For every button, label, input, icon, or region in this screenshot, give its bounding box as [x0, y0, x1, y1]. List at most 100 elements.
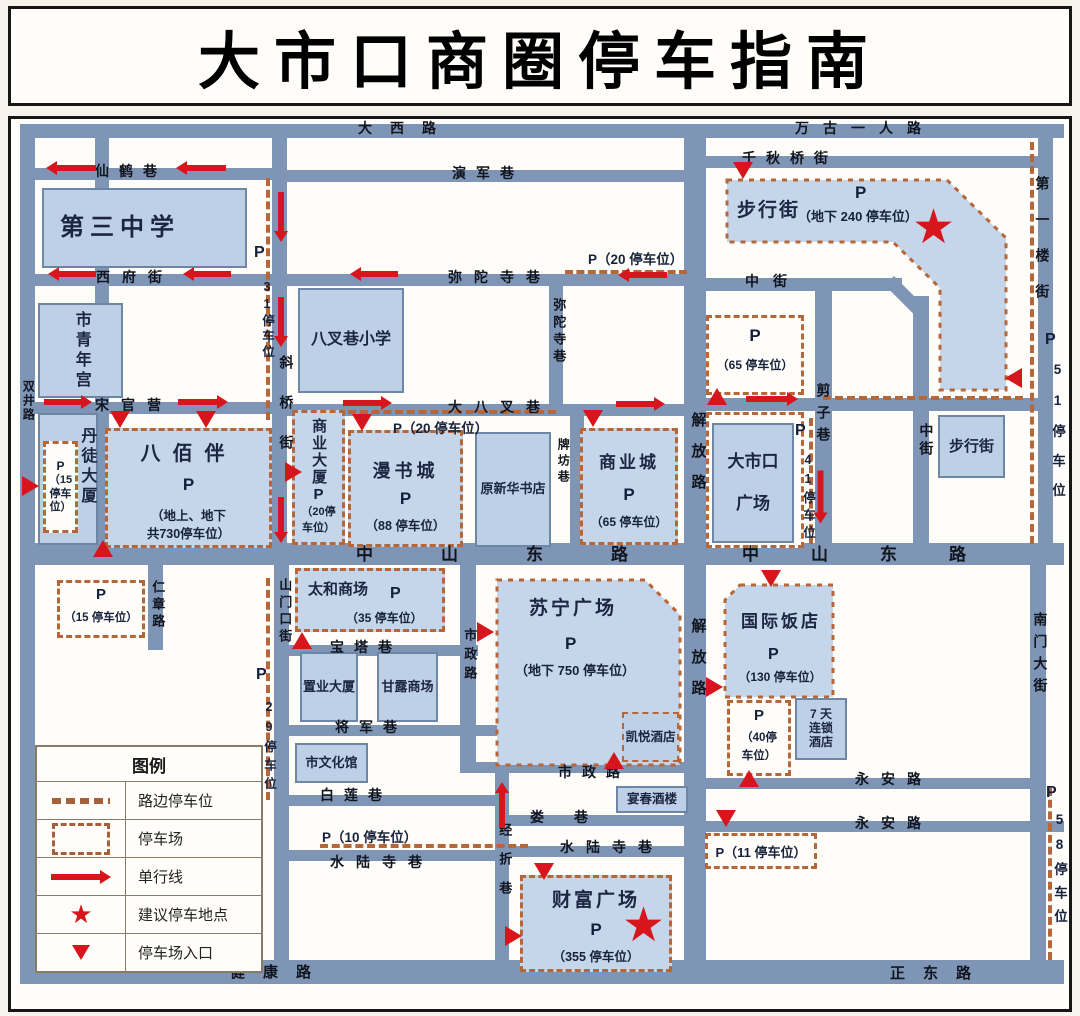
road-yonganlu-n — [695, 778, 1038, 789]
road-shuilusixiang-e — [503, 846, 692, 857]
parking-p: P — [56, 458, 65, 473]
building-label: 置业大厦 — [302, 678, 355, 694]
building-label: 大市口 — [727, 452, 779, 472]
road-label-jiangjunxiang: 将军巷 — [335, 721, 407, 736]
parking-name: 漫书城 — [372, 461, 439, 481]
capacity-label: （20停 — [301, 506, 336, 518]
road-label-shizhenglu-v: 市政路 — [462, 628, 478, 685]
taihe-parking: 太和商场 P （35 停车位） — [295, 568, 445, 632]
building-yanchun-restaurant: 宴春酒楼 — [616, 786, 688, 813]
legend-row: ★ 建议停车地点 — [37, 895, 261, 933]
parking-entrance-icon — [72, 945, 90, 960]
road-jiangjunxiang — [282, 725, 534, 736]
road-label-shizhenglu-h: 市政路 — [558, 766, 630, 781]
road-label-bailianxiang: 白莲巷 — [320, 789, 392, 804]
building-label: 凯悦酒店 — [625, 729, 676, 744]
road-label-paifangxiang: 牌坊巷 — [556, 438, 571, 486]
road-label-baotaxiang: 宝塔巷 — [330, 641, 402, 656]
oneway-arrow — [495, 782, 509, 828]
parking-p: P — [95, 586, 106, 603]
building-qitian-hotel: 7 天 连锁 酒店 — [795, 698, 847, 760]
legend-label-one-way: 单行线 — [138, 870, 184, 886]
legend-row: 停车场入口 — [37, 933, 261, 971]
road-label-songguanying: 宋官营 — [95, 399, 173, 414]
capacity-label: （40停 — [741, 732, 777, 744]
building-label: 市文化馆 — [305, 754, 358, 770]
capacity-label: （65 停车位） — [716, 358, 794, 372]
parking-entrance — [1005, 368, 1022, 388]
capacity-label: 车位） — [741, 750, 777, 762]
guoji-parking-name: 国际饭店 — [741, 612, 821, 631]
oneway-arrow — [46, 161, 96, 175]
building-buxingjie-small: 步行街 — [938, 415, 1005, 478]
road-label-shanmenkoujie: 山门口街 — [277, 578, 293, 646]
shangyecheng-parking: 商业城 P （65 停车位） — [580, 428, 678, 545]
parking-p: P — [313, 486, 324, 503]
parking-p: P — [749, 326, 761, 345]
road-label-yonganlu-n: 永安路 — [855, 773, 933, 788]
capacity-label: （地下 240 停车位） — [798, 209, 918, 224]
road-yonganlu-s — [695, 821, 1064, 832]
road-label-zhongshandonglu-w: 中山东路 — [356, 545, 696, 564]
caifu-parking: 财富广场 P （355 停车位） — [520, 875, 672, 972]
building-label: 宴春酒楼 — [626, 792, 677, 807]
roadside-capacity-41: 41停车位 — [801, 453, 815, 544]
road-label-yanjunxiang: 演军巷 — [452, 167, 524, 182]
parking-p: P — [855, 183, 867, 202]
parking-entrance — [352, 414, 372, 431]
capacity-label: （35 停车位） — [346, 611, 423, 625]
capacity-label: 车位） — [302, 522, 335, 534]
parking-entrance — [292, 632, 312, 649]
roadside-capacity-29: 29停车位 — [262, 700, 276, 796]
one-way-icon — [51, 869, 111, 884]
roadside-parking-nanmendajie — [1048, 788, 1052, 960]
guoji-parking-area — [723, 583, 835, 699]
capacity-label: 位） — [49, 501, 72, 514]
capacity-label: （地上、地下 — [150, 509, 226, 523]
parking-entrance — [285, 462, 302, 482]
road-louxiang — [503, 815, 692, 826]
building-label: 原新华书店 — [480, 481, 546, 497]
building-no3-middle-school: 第三中学 — [42, 188, 247, 268]
road-qianqiujieqiao — [692, 156, 1040, 168]
roadside-parking-diyiloujie — [1030, 142, 1034, 544]
road-label-zhongjie-h: 中街 — [745, 275, 801, 290]
building-old-xinhua: 原新华书店 — [475, 432, 551, 547]
manshucheng-parking: 漫书城 P （88 停车位） — [348, 430, 463, 547]
legend: 图例 路边停车位 停车场 单行线 ★ 建议停车地点 停车场入口 — [35, 745, 263, 973]
parking-p: P — [390, 585, 401, 602]
oneway-arrow — [350, 267, 398, 281]
roadside-parking-jianzixiang — [809, 418, 813, 544]
capacity-label: （130 停车位） — [738, 670, 822, 684]
capacity-label: P（11 停车位） — [715, 844, 807, 860]
oneway-arrow — [274, 497, 288, 543]
capacity-label: （15 停车位） — [64, 612, 138, 624]
parking-entrance — [196, 411, 216, 428]
roadside-capacity-20-dabacha: P（20 停车位） — [393, 421, 489, 436]
road-shanmenkoujie — [274, 565, 289, 971]
parking-entrance — [707, 388, 727, 405]
road-label-jiefanglu-n: 解放路 — [689, 412, 706, 505]
road-label-mituosixiang-v: 弥陀寺巷 — [551, 298, 567, 366]
building-label: 连锁 — [808, 721, 833, 736]
roadside-parking-dabachaxiang — [348, 410, 556, 414]
roadside-capacity-31: 31停车位 — [260, 280, 274, 361]
road-label-wangulu: 万古一人路 — [795, 122, 935, 137]
building-label: 步行街 — [948, 437, 994, 455]
legend-label-suggested-parking: 建议停车地点 — [138, 908, 229, 924]
building-ganlu-mall: 甘露商场 — [377, 652, 438, 722]
parking-p: P — [399, 489, 412, 508]
parking-entrance — [604, 752, 624, 769]
building-label: 丹徒大厦 — [78, 427, 96, 507]
legend-title: 图例 — [132, 756, 166, 776]
road-label-diyiloujie: 第一楼街 — [1033, 176, 1049, 320]
parking-p: P — [1046, 784, 1057, 801]
parking-name: 商业大厦 — [310, 418, 328, 486]
parking-name: 八佰伴 — [140, 443, 237, 465]
road-xieqiaojie — [272, 124, 287, 565]
road-zhongjie-v — [913, 296, 929, 545]
capacity-label: （地下 750 停车位） — [515, 663, 635, 678]
roadside-capacity-58: 58停车位 — [1052, 812, 1067, 933]
capacity-label: （88 停车位） — [365, 519, 446, 533]
road-shizhenglu-h — [460, 762, 692, 773]
